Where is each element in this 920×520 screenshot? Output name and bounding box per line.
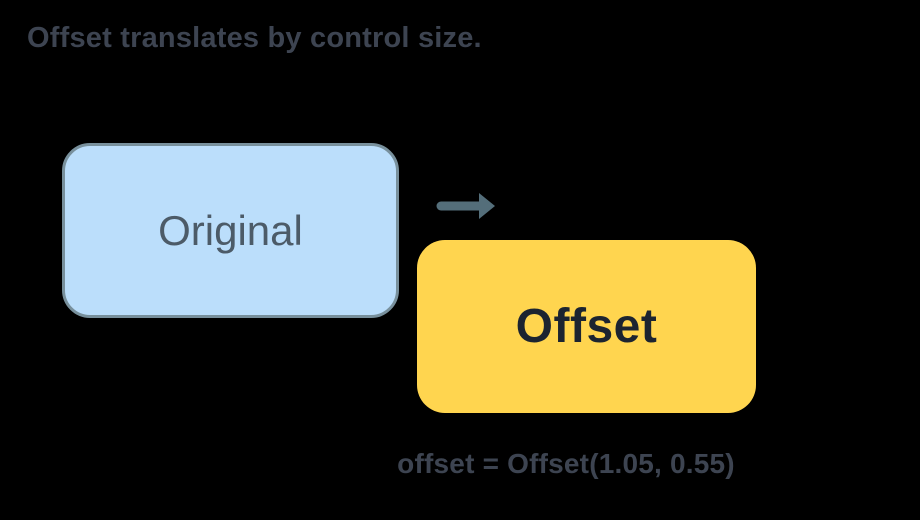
diagram-title: Offset translates by control size. — [27, 22, 482, 54]
offset-box: Offset — [417, 240, 756, 413]
original-box-label: Original — [158, 206, 303, 254]
original-box: Original — [62, 143, 399, 318]
right-arrow-icon — [436, 193, 495, 219]
code-caption: offset = Offset(1.05, 0.55) — [397, 448, 735, 479]
offset-box-label: Offset — [515, 300, 658, 353]
